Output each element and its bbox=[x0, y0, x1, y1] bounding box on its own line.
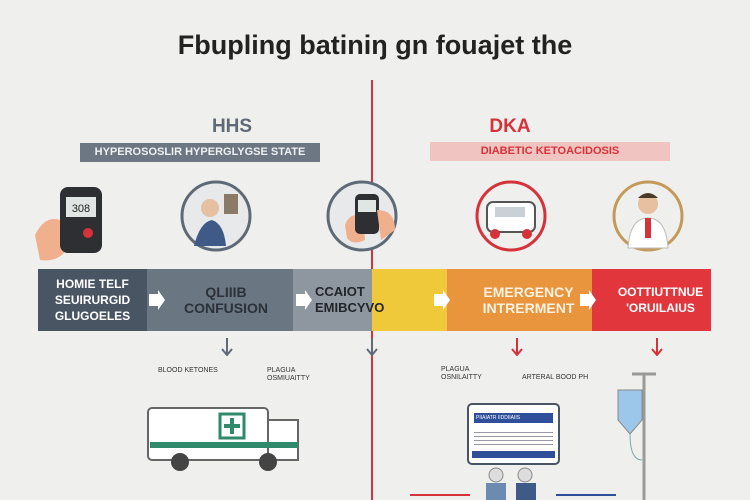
lab-report-monitor: PIIAIATR IIDDIIAIIS bbox=[467, 403, 560, 465]
doctor-icon bbox=[612, 180, 684, 252]
ambulance-icon bbox=[147, 407, 299, 471]
flow-step-hhs-emergency: CCAIOT EMIBCYVO bbox=[315, 284, 385, 315]
flow-arrow-icon bbox=[580, 290, 596, 310]
hhs-heading: HHS bbox=[211, 116, 253, 137]
report-footer-bar bbox=[472, 451, 555, 458]
dka-subtitle: DIABETIC KETOACIDOSIS bbox=[430, 142, 670, 161]
right-arrow-icon bbox=[556, 494, 616, 496]
flow-step-confusion: QLIIIB CONFUSION bbox=[147, 269, 293, 331]
plasma-osmolality-label: PLAGUA OSNILAITTY bbox=[441, 366, 482, 381]
meter-reading: 308 bbox=[72, 203, 90, 215]
flow-step-outcome: OOTTIUTTNUE 'ORUILAIUS bbox=[592, 269, 711, 331]
flow-step-emergency-treatment: EMERGENCY INTRERMENT bbox=[447, 269, 592, 331]
blood-ketones-label: BLOOD KETONES bbox=[158, 367, 218, 374]
down-arrow-icon bbox=[651, 338, 663, 356]
ambulance-vehicle-icon bbox=[475, 180, 547, 252]
iv-drip-icon bbox=[617, 372, 656, 500]
hhs-subtitle: HYPEROSOSLIR HYPERGLYGSE STATE bbox=[80, 143, 320, 162]
flow-arrow-icon bbox=[434, 290, 450, 310]
report-lines bbox=[474, 429, 553, 445]
down-arrow-icon bbox=[366, 338, 378, 356]
down-arrow-icon bbox=[221, 338, 233, 356]
meter-in-hand-icon bbox=[326, 180, 398, 252]
flow-arrow-icon bbox=[149, 290, 165, 310]
monitor-header: PIIAIATR IIDDIIAIIS bbox=[474, 413, 553, 423]
elderly-couple-icon bbox=[486, 467, 536, 500]
elderly-patient-icon bbox=[180, 180, 252, 252]
down-arrow-icon bbox=[511, 338, 523, 356]
flow-step-home-glucose: HOMIE TELF SEUIRURGID GLUGOELES bbox=[38, 269, 147, 331]
dka-heading: DKA bbox=[489, 116, 531, 137]
arterial-ph-label: ARTERAL BOOD PH bbox=[522, 374, 589, 381]
left-arrow-icon bbox=[410, 494, 470, 496]
plasma-osmolality-label: PLAGUA OSMIUAITTY bbox=[267, 367, 310, 382]
flow-arrow-icon bbox=[296, 290, 312, 310]
glucose-meter-hand-icon: 308 bbox=[35, 187, 102, 261]
infographic-title: Fbupling batiniŋ gn fouajet the bbox=[177, 30, 573, 60]
